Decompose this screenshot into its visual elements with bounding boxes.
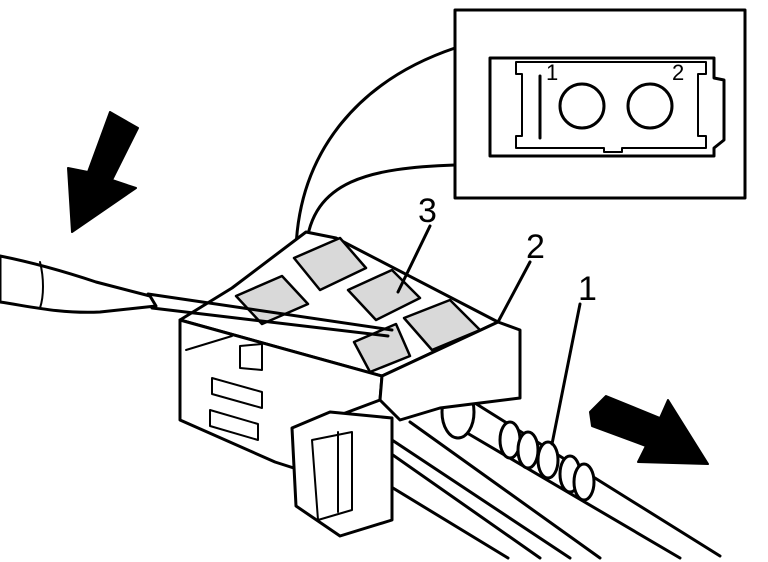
detail-frame — [453, 8, 747, 200]
detail-cavity-outline — [515, 61, 707, 153]
cavity-top-left — [292, 236, 368, 292]
release-tool-handle — [0, 254, 158, 314]
cavity-mid-left — [234, 274, 310, 326]
wire-b-top — [408, 420, 602, 560]
connector-body — [178, 230, 522, 538]
pull-out-arrow-icon — [589, 395, 709, 465]
detail-inset: 1 2 — [453, 8, 747, 200]
connector-lock-clip — [290, 410, 394, 538]
connector-side-face — [378, 320, 522, 422]
callout-3-label: 3 — [418, 192, 437, 230]
detail-cavity-2 — [626, 82, 674, 130]
detail-leader — [294, 46, 457, 250]
detail-connector-face — [488, 56, 726, 158]
pin-2-label: 2 — [672, 60, 684, 85]
wire-1-bottom — [460, 428, 682, 560]
push-down-arrow-icon — [67, 111, 139, 233]
pin-1-label: 1 — [546, 60, 558, 85]
callout-1-leader — [550, 302, 582, 446]
cavity-right — [402, 298, 482, 352]
wire-b-bottom — [390, 438, 572, 560]
front-slot-lower — [209, 409, 259, 441]
detail-leader-lower — [304, 163, 457, 250]
release-tool-shaft-upper — [146, 292, 394, 332]
callout-1-label: 1 — [578, 270, 597, 308]
release-tool-shaft-lower — [150, 306, 390, 338]
wire-a-top — [378, 444, 542, 560]
wire-seal-ribs — [498, 420, 596, 502]
wire-harness — [358, 384, 722, 560]
callout-2-label: 2 — [526, 228, 545, 266]
front-latch-tab — [239, 343, 263, 371]
detail-leader-upper — [294, 46, 457, 250]
detail-cavity-1 — [558, 82, 606, 130]
callout-3-leader — [396, 224, 432, 294]
release-tool — [0, 254, 394, 338]
callout-2-leader — [496, 260, 532, 324]
front-slot-upper — [211, 377, 263, 409]
